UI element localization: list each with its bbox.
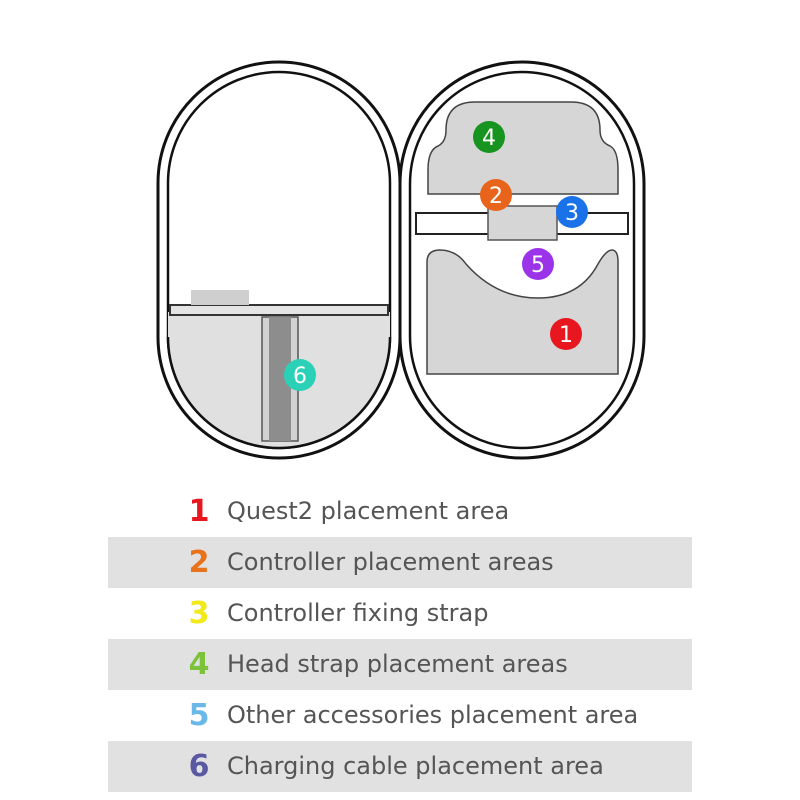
legend-number: 5	[188, 698, 210, 733]
head-strap-area	[427, 101, 619, 195]
svg-text:1: 1	[559, 323, 573, 348]
svg-text:2: 2	[489, 184, 503, 209]
marker-2: 2	[480, 179, 512, 211]
legend-row-3: 3 Controller fixing strap	[108, 588, 692, 639]
marker-1: 1	[550, 318, 582, 350]
legend-label: Other accessories placement area	[227, 701, 639, 729]
marker-5: 5	[522, 248, 554, 280]
left-small-tab	[191, 290, 249, 305]
legend-row-4: 4 Head strap placement areas	[108, 639, 692, 690]
left-divider-bar	[169, 304, 389, 316]
marker-4: 4	[473, 121, 505, 153]
legend-row-2: 2 Controller placement areas	[108, 537, 692, 588]
controller-placement-block	[487, 205, 558, 241]
marker-3: 3	[556, 196, 588, 228]
svg-text:4: 4	[482, 126, 496, 151]
case-illustration: 4 2 3 5 1 6	[156, 60, 646, 460]
legend-row-5: 5 Other accessories placement area	[108, 690, 692, 741]
legend-label: Charging cable placement area	[227, 752, 604, 780]
legend-label: Controller fixing strap	[227, 599, 489, 627]
legend-label: Controller placement areas	[227, 548, 554, 576]
svg-text:6: 6	[293, 364, 307, 389]
legend-number: 3	[188, 596, 210, 631]
legend-row-6: 6 Charging cable placement area	[108, 741, 692, 792]
marker-6: 6	[284, 359, 316, 391]
legend-number: 6	[188, 749, 210, 784]
legend-label: Head strap placement areas	[227, 650, 568, 678]
legend-label: Quest2 placement area	[227, 497, 510, 525]
legend-row-1: 1 Quest2 placement area	[108, 486, 692, 537]
legend: 1 Quest2 placement area 2 Controller pla…	[108, 486, 692, 792]
legend-number: 1	[188, 494, 210, 529]
legend-number: 2	[188, 545, 210, 580]
svg-text:3: 3	[565, 201, 579, 226]
svg-text:5: 5	[531, 253, 545, 278]
legend-number: 4	[188, 647, 210, 682]
